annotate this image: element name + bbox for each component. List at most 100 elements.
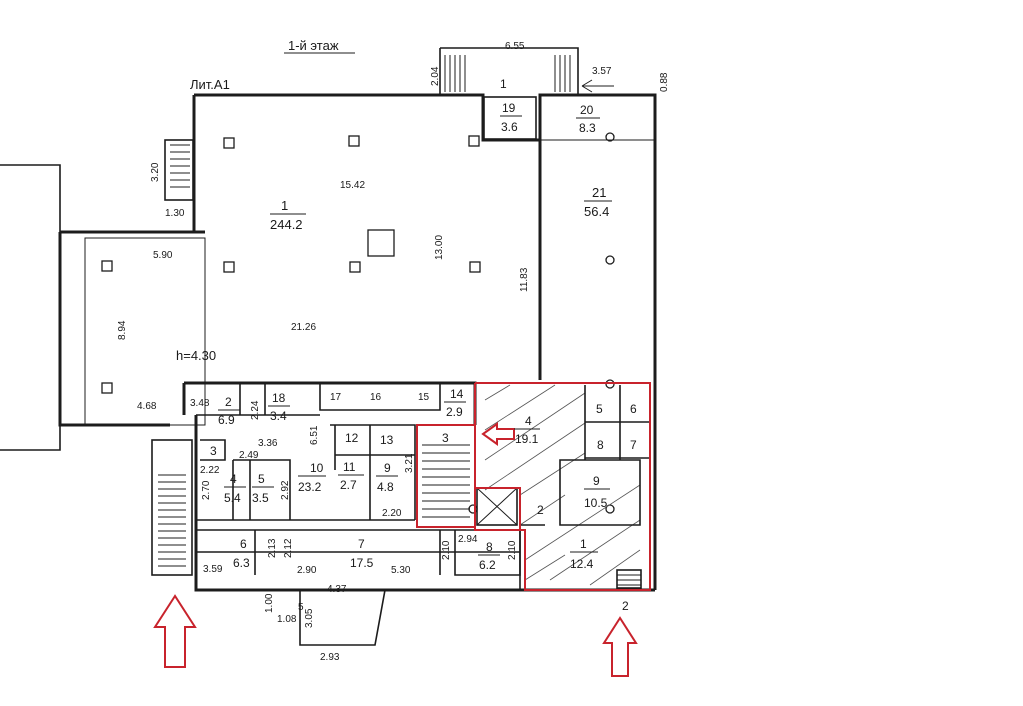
room-5-west-number: 5 (258, 472, 265, 486)
room-18-number: 18 (272, 391, 286, 405)
dim-3-36: 3.36 (258, 438, 278, 449)
room-1-area: 244.2 (270, 217, 303, 232)
wc-row-outline (319, 383, 441, 411)
dim-3-59: 3.59 (203, 564, 223, 575)
north-west-steps (164, 139, 194, 201)
dim-2-12: 2.12 (283, 538, 294, 558)
dim-3-48: 3.48 (190, 398, 210, 409)
dim-8-94: 8.94 (117, 320, 128, 340)
elevator-shaft (476, 487, 518, 526)
room-19-area: 3.6 (501, 120, 518, 134)
room-6-east-number: 6 (630, 402, 637, 416)
room-3-small-outline (200, 439, 226, 461)
room-16-number: 16 (370, 392, 382, 403)
room-2-east-number: 2 (537, 503, 544, 517)
room-3-stair-number: 3 (442, 431, 449, 445)
porch-steps (444, 55, 571, 92)
room-5-west-area: 3.5 (252, 491, 269, 505)
building-walls (0, 47, 657, 646)
neighbor-building-outline (0, 164, 61, 451)
room-8-east-number: 8 (597, 438, 604, 452)
dim-4-68: 4.68 (137, 401, 157, 412)
dim-1-08: 1.08 (277, 614, 297, 625)
hatched-premises (484, 384, 641, 586)
dim-1-30: 1.30 (165, 208, 185, 219)
dim-0-88: 0.88 (659, 72, 670, 92)
dim-2-24: 2.24 (250, 400, 261, 420)
room-8-area: 6.2 (479, 558, 496, 572)
dim-2-20: 2.20 (382, 508, 402, 519)
room-4-east-area: 19.1 (515, 432, 539, 446)
room-labels: 1 244.2 19 3.6 20 8.3 21 56.4 2 6.9 18 3… (218, 101, 612, 572)
stair-pointer-arrow (481, 422, 515, 446)
dim-3-05: 3.05 (304, 608, 315, 628)
room-4-west-area: 5.4 (224, 491, 241, 505)
room-3-west-number: 3 (210, 444, 217, 458)
room-2-area: 6.9 (218, 413, 235, 427)
room-6-area: 6.3 (233, 556, 250, 570)
room-7-area: 17.5 (350, 556, 374, 570)
dimension-labels: 6.55 2.04 3.57 0.88 3.20 1.30 15.42 5.90… (117, 41, 670, 663)
dim-2-90: 2.90 (297, 565, 317, 576)
room-4-west-number: 4 (230, 472, 237, 486)
core-partitions (196, 383, 520, 553)
room-17-number: 17 (330, 392, 342, 403)
dim-6-55: 6.55 (505, 41, 525, 52)
entrance-arrow-east (602, 616, 638, 677)
room-9-west-number: 9 (384, 461, 391, 475)
room-6-number: 6 (240, 537, 247, 551)
room-15-number: 15 (418, 392, 430, 403)
room-10-area: 23.2 (298, 480, 322, 494)
room-20-number: 20 (580, 103, 594, 117)
core-west-wall (182, 383, 385, 592)
room-7-east-number: 7 (630, 438, 637, 452)
ceiling-height: h=4.30 (176, 348, 216, 363)
dim-6-51: 6.51 (309, 425, 320, 445)
room-20-area: 8.3 (579, 121, 596, 135)
dim-2-94: 2.94 (458, 534, 478, 545)
room-4-east-number: 4 (525, 414, 532, 428)
west-staircase (151, 439, 193, 576)
dim-5-30: 5.30 (391, 565, 411, 576)
room-1-number: 1 (281, 198, 288, 213)
room-12-number: 12 (345, 431, 359, 445)
dim-2-13: 2.13 (267, 538, 278, 558)
hall-east-walls (538, 95, 657, 590)
porch-room-1-number: 1 (500, 77, 507, 91)
porch-direction-arrow (581, 79, 614, 93)
dim-2-70: 2.70 (201, 480, 212, 500)
room-7-number: 7 (358, 537, 365, 551)
dim-2-49: 2.49 (239, 450, 259, 461)
small-room-numbers: 12 1 3 17 16 15 3 5 6 8 7 2 5 1 (210, 77, 637, 613)
room-19-outline (483, 96, 537, 140)
room-11-number: 11 (343, 460, 356, 474)
annex-inner-outline (84, 237, 206, 426)
room-9-east-area: 10.5 (584, 496, 608, 510)
room-10-number: 10 (310, 461, 324, 475)
highlight-outlines (416, 382, 651, 591)
dim-2-10-b: 2.10 (507, 540, 518, 560)
south-vestibule-outline (299, 589, 386, 646)
dim-13-00: 13.00 (434, 235, 445, 260)
dim-4-37: 4.37 (327, 584, 347, 595)
room-5-east-number: 5 (596, 402, 603, 416)
room-18-area: 3.4 (270, 409, 287, 423)
dim-2-04: 2.04 (430, 66, 441, 86)
room-9-east-number: 9 (593, 474, 600, 488)
highlight-main-outline (474, 382, 651, 591)
south-east-steps (616, 569, 642, 589)
dim-2-22: 2.22 (200, 465, 220, 476)
room-21-number: 21 (592, 185, 606, 200)
porch-outline (439, 47, 579, 95)
dim-1-00: 1.00 (264, 593, 275, 613)
room-21-area: 56.4 (584, 204, 609, 219)
dim-15-42: 15.42 (340, 180, 365, 191)
rooms-4-5-partitions (232, 459, 291, 520)
room-14-area: 2.9 (446, 405, 463, 419)
dim-3-20: 3.20 (150, 162, 161, 182)
dim-2-10-a: 2.10 (441, 540, 452, 560)
room-8-number: 8 (486, 540, 493, 554)
inner-staircase (422, 444, 470, 518)
dim-21-26: 21.26 (291, 322, 316, 333)
